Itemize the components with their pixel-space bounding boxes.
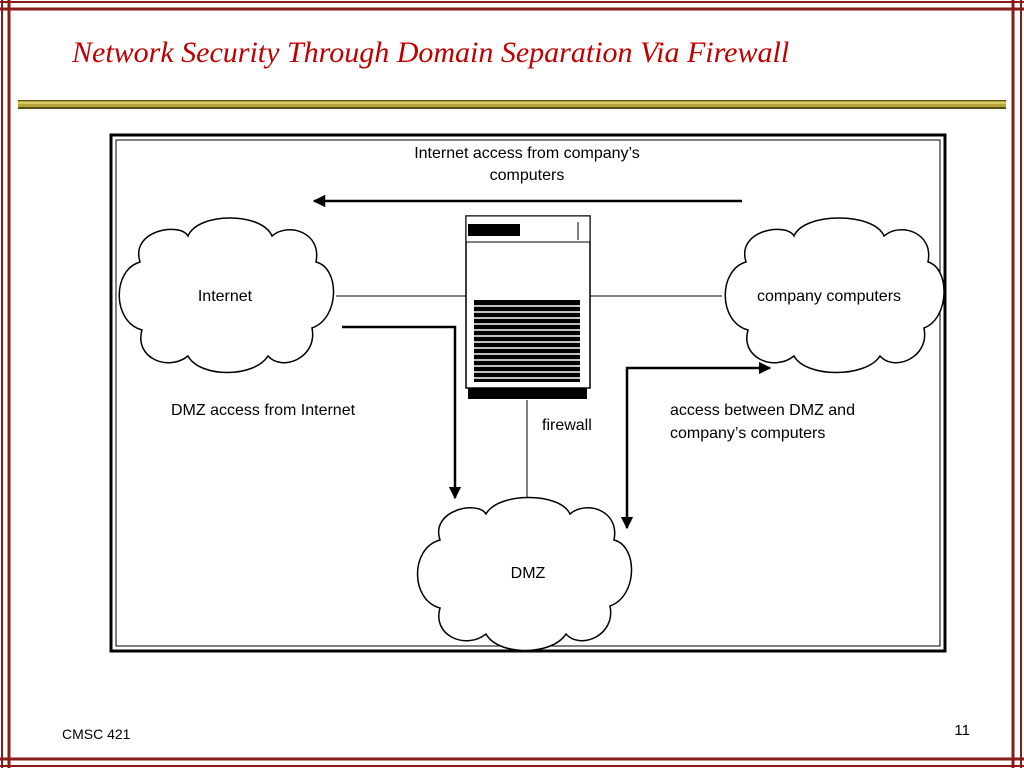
page-number: 11 <box>954 722 970 739</box>
internet-cloud <box>118 217 335 374</box>
course-label: CMSC 421 <box>62 726 131 742</box>
internet-label: Internet <box>198 288 253 305</box>
between-label-line2: company’s computers <box>670 425 825 442</box>
firewall-label: firewall <box>542 417 592 434</box>
dmz-cloud <box>416 496 633 652</box>
company-computers-cloud <box>724 217 945 374</box>
top-arrow-label-line1: Internet access from company’s <box>414 145 640 162</box>
title-divider <box>18 100 1006 109</box>
arrow-dmz-company <box>620 361 772 530</box>
company-computers-label: company computers <box>757 288 901 305</box>
arrow-internet-to-dmz <box>342 325 462 500</box>
dmz-access-label: DMZ access from Internet <box>171 402 356 419</box>
between-label-line1: access between DMZ and <box>670 402 855 419</box>
firewall-server <box>465 215 591 399</box>
top-arrow-label-line2: computers <box>490 167 565 184</box>
dmz-label: DMZ <box>511 565 546 582</box>
slide-title: Network Security Through Domain Separati… <box>72 36 790 69</box>
